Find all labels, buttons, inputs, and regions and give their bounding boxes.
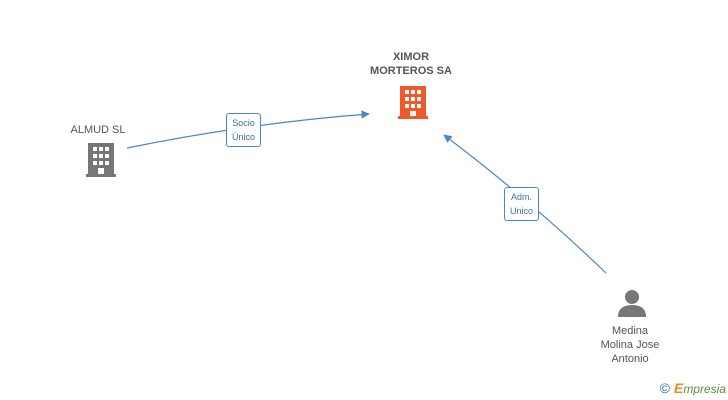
node-label-medina[interactable]: Medina Molina Jose Antonio xyxy=(600,325,660,365)
node-label-almud[interactable]: ALMUD SL xyxy=(70,124,126,136)
brand-name: mpresia xyxy=(683,382,726,396)
brand-e-letter: E xyxy=(673,380,684,396)
copyright-icon: © xyxy=(659,380,670,396)
building-icon[interactable] xyxy=(398,86,428,119)
edge-label-adm-unico: Adm. Unico xyxy=(504,187,540,221)
person-icon[interactable] xyxy=(618,290,646,317)
node-label-ximor[interactable]: XIMOR MORTEROS SA xyxy=(370,51,452,77)
brand-logo: © Empresia xyxy=(660,380,726,396)
edge-label-socio-unico: Socio Único xyxy=(226,113,262,147)
building-icon[interactable] xyxy=(86,143,116,177)
